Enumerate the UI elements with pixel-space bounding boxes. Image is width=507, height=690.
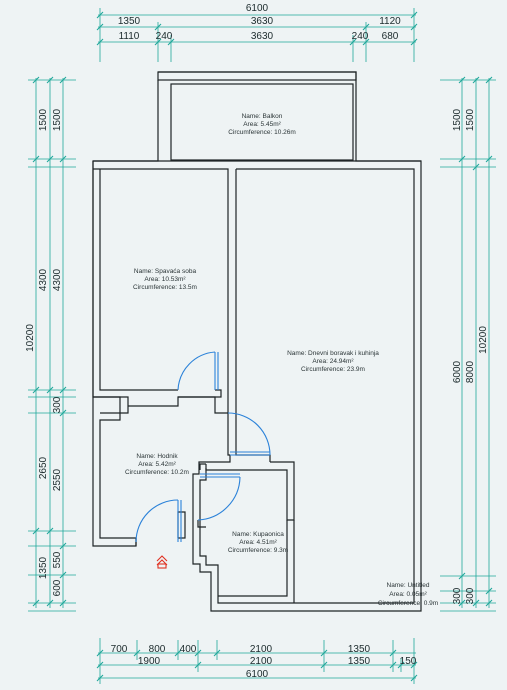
top-dimension: 1110 — [119, 31, 140, 42]
room-label-spavaca-soba: Name: Spavaća soba Area: 10.53m² Circumf… — [133, 268, 197, 291]
bedroom-door-swing — [177, 351, 216, 391]
room-name: Name: Spavaća soba — [134, 268, 197, 275]
entrance-marker-icon — [156, 555, 168, 569]
room-labels: Name: Balkon Area: 5.45m² Circumference:… — [125, 113, 438, 607]
room-name: Name: Balkon — [242, 113, 283, 120]
bottom-total-dimension: 6100 — [246, 669, 269, 680]
room-area: Area: 5.42m² — [138, 461, 176, 468]
bottom-dimension: 1350 — [348, 644, 371, 655]
bottom-dimension-labels: 700 800 400 2100 1350 1900 2100 1350 150… — [111, 644, 417, 680]
top-dimension: 240 — [156, 31, 173, 42]
bedroom-wall-inner — [99, 169, 178, 391]
room-area: Area: 24.94m² — [312, 358, 354, 365]
living-door-swing — [227, 412, 271, 456]
top-dimension: 3630 — [251, 31, 274, 42]
room-name: Name: Kupaonica — [232, 531, 284, 538]
bottom-dimension: 2100 — [250, 656, 273, 667]
room-label-kupaonica: Name: Kupaonica Area: 4.51m² Circumferen… — [228, 531, 288, 554]
room-label-untitled: Name: Untitled Area: 0.05m² Circumferenc… — [378, 582, 438, 607]
top-dimension: 1120 — [379, 16, 401, 27]
right-dimension: 300 — [465, 587, 476, 604]
top-dimension: 680 — [382, 31, 399, 42]
room-circumference: Circumference: 0.9m — [378, 600, 438, 607]
left-dimension-labels: 10200 1500 4300 2650 1350 1500 4300 300 … — [25, 108, 63, 596]
room-area: Area: 5.45m² — [243, 121, 281, 128]
dimension-ticks — [32, 11, 493, 682]
bottom-dimension: 1900 — [138, 656, 161, 667]
left-dimension: 550 — [52, 551, 63, 568]
bottom-dimension: 2100 — [250, 644, 273, 655]
room-area: Area: 4.51m² — [239, 539, 277, 546]
room-name: Name: Dnevni boravak i kuhinja — [287, 350, 379, 357]
bathroom-wall — [199, 463, 206, 470]
right-dimension: 1500 — [452, 108, 463, 131]
room-label-dnevni-boravak: Name: Dnevni boravak i kuhinja Area: 24.… — [287, 350, 379, 373]
left-dimension: 1350 — [38, 556, 49, 579]
top-total-dimension: 6100 — [246, 3, 269, 14]
left-dimension: 600 — [52, 579, 63, 596]
doors — [135, 351, 271, 543]
hallway-wall — [128, 396, 230, 456]
room-circumference: Circumference: 10.2m — [125, 469, 189, 476]
left-dimension: 1500 — [52, 108, 63, 131]
left-dimension: 300 — [52, 396, 63, 413]
room-circumference: Circumference: 9.3m — [228, 547, 288, 554]
room-circumference: Circumference: 10.26m — [228, 129, 296, 136]
exterior-wall — [93, 160, 421, 604]
room-circumference: Circumference: 13.5m — [133, 284, 197, 291]
right-total-dimension: 10200 — [478, 326, 489, 354]
top-dimension: 240 — [352, 31, 369, 42]
bottom-dimension: 800 — [149, 644, 166, 655]
room-area: Area: 0.05m² — [389, 591, 427, 598]
left-dimension: 2650 — [38, 456, 49, 479]
left-dimension: 1500 — [38, 108, 49, 131]
top-dimension: 3630 — [251, 16, 274, 27]
bathroom-wall — [205, 461, 295, 521]
left-total-dimension: 10200 — [25, 324, 36, 352]
room-label-balkon: Name: Balkon Area: 5.45m² Circumference:… — [228, 113, 296, 136]
right-dimension: 6000 — [452, 360, 463, 383]
outer-wall-outline — [158, 71, 422, 612]
bottom-dimension: 150 — [400, 656, 417, 667]
right-dimension: 300 — [452, 587, 463, 604]
left-dimension: 2550 — [52, 468, 63, 491]
outer-wall-outline — [92, 80, 159, 547]
right-dimension: 1500 — [465, 108, 476, 131]
bedroom-wall-inner — [92, 161, 129, 414]
balcony-wall-inner — [170, 83, 354, 161]
right-dimension: 8000 — [465, 360, 476, 383]
entrance-door-swing — [135, 499, 179, 543]
bottom-dimension: 700 — [111, 644, 128, 655]
corridor-wall — [178, 389, 222, 398]
bathroom-wall — [197, 520, 206, 528]
top-dimension: 1350 — [118, 16, 141, 27]
room-area: Area: 10.53m² — [144, 276, 186, 283]
left-dimension: 4300 — [38, 268, 49, 291]
room-circumference: Circumference: 23.9m — [301, 366, 365, 373]
bathroom-door-swing — [197, 476, 241, 521]
bottom-dimension: 1350 — [348, 656, 371, 667]
bathroom-wall — [218, 520, 288, 597]
dimension-lines — [28, 8, 496, 684]
room-name: Name: Untitled — [387, 582, 430, 589]
right-dimension-labels: 1500 8000 300 1500 10200 6000 300 — [452, 108, 489, 604]
room-label-hodnik: Name: Hodnik Area: 5.42m² Circumference:… — [125, 453, 189, 476]
top-dimension-labels: 6100 1350 3630 1120 1110 240 3630 240 68… — [118, 3, 401, 42]
room-name: Name: Hodnik — [136, 453, 178, 460]
left-dimension: 4300 — [52, 268, 63, 291]
outer-wall-outline — [157, 71, 357, 81]
bottom-dimension: 400 — [180, 644, 197, 655]
